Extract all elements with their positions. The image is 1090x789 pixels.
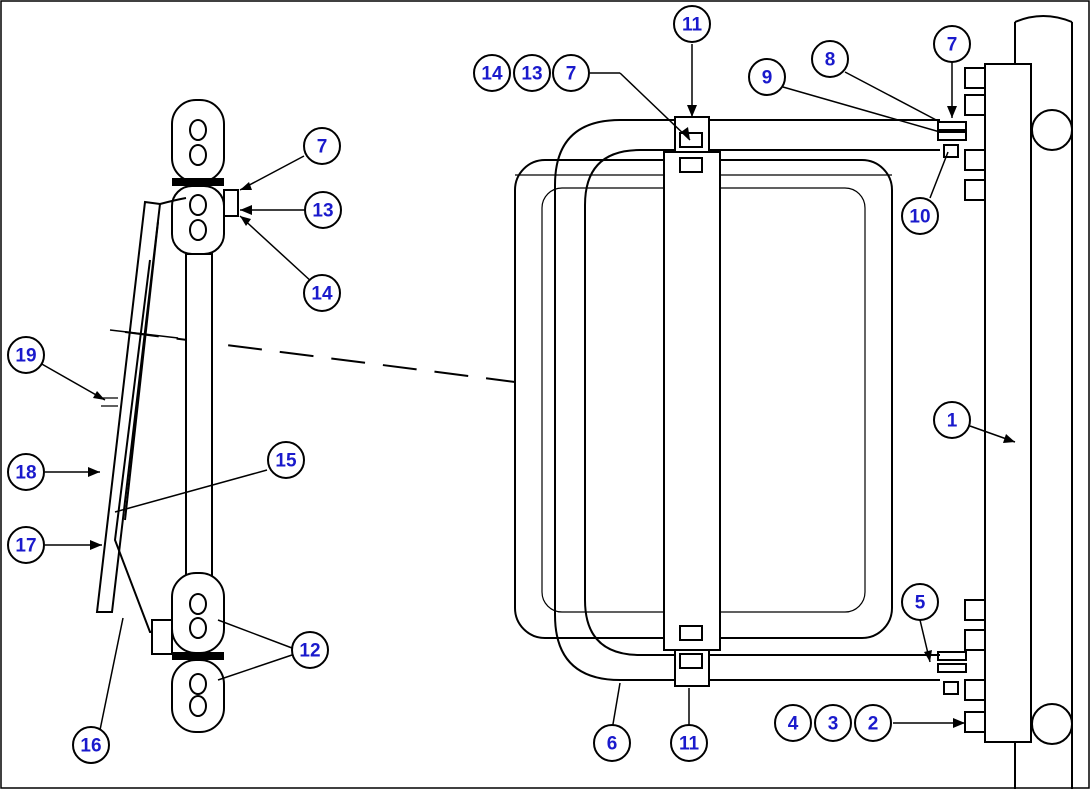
callout-label: 11 <box>682 15 703 36</box>
callout-label: 7 <box>947 35 958 56</box>
callout-label: 16 <box>80 736 101 757</box>
callout-circle <box>7 453 45 491</box>
callout-1: 1 <box>933 401 971 439</box>
callout-circle <box>552 54 590 92</box>
callout-circle <box>593 724 631 762</box>
callout-label: 2 <box>868 714 879 735</box>
callout-circle <box>814 704 852 742</box>
callout-label: 7 <box>317 137 328 158</box>
callout-18: 18 <box>7 453 45 491</box>
callout-7-left: 7 <box>303 127 341 165</box>
callout-label: 13 <box>312 201 333 222</box>
callout-16: 16 <box>72 726 110 764</box>
callout-7-right: 7 <box>933 25 971 63</box>
callout-circle <box>933 401 971 439</box>
callout-label: 6 <box>607 734 618 755</box>
callout-12: 12 <box>291 631 329 669</box>
callout-4: 4 <box>774 704 812 742</box>
callout-label: 18 <box>15 463 36 484</box>
callout-2: 2 <box>854 704 892 742</box>
callout-circle <box>303 274 341 312</box>
callout-circle <box>303 127 341 165</box>
callout-circle <box>7 526 45 564</box>
side-view-mirror <box>95 197 187 655</box>
callout-10: 10 <box>901 197 939 235</box>
callout-5: 5 <box>901 583 939 621</box>
plate-bolts <box>937 67 986 733</box>
callout-label: 1 <box>947 411 958 432</box>
callout-9: 9 <box>748 58 786 96</box>
callout-circle <box>748 58 786 96</box>
callout-circle <box>513 54 551 92</box>
callout-circle <box>854 704 892 742</box>
callout-17: 17 <box>7 526 45 564</box>
callout-19: 19 <box>7 336 45 374</box>
callout-label: 7 <box>566 64 577 85</box>
callout-circle <box>7 336 45 374</box>
callout-6: 6 <box>593 724 631 762</box>
callout-circle <box>901 197 939 235</box>
callout-label: 5 <box>915 593 926 614</box>
callout-3: 3 <box>814 704 852 742</box>
mirror-bracket-outer <box>554 119 940 681</box>
callout-13-left: 13 <box>304 191 342 229</box>
callout-circle <box>901 583 939 621</box>
callout-circle <box>673 5 711 43</box>
callout-label: 8 <box>825 50 836 71</box>
callout-circle <box>670 724 708 762</box>
callout-label: 14 <box>481 64 503 85</box>
callout-label: 19 <box>15 346 36 367</box>
callout-11-bottom: 11 <box>670 724 708 762</box>
callout-label: 13 <box>521 64 542 85</box>
callout-8: 8 <box>811 40 849 78</box>
callout-14-left: 14 <box>303 274 341 312</box>
projection-line <box>124 331 516 383</box>
callout-circle <box>291 631 329 669</box>
callout-circle <box>304 191 342 229</box>
side-view-post <box>171 99 239 733</box>
callout-circle <box>267 441 305 479</box>
callout-15: 15 <box>267 441 305 479</box>
callout-label: 4 <box>788 714 799 735</box>
mirror-vertical-bar <box>663 116 721 687</box>
callout-11-top: 11 <box>673 5 711 43</box>
callout-circle <box>774 704 812 742</box>
callout-label: 9 <box>762 68 773 89</box>
callout-label: 17 <box>15 536 36 557</box>
callout-13-top: 13 <box>513 54 551 92</box>
callout-14-top: 14 <box>473 54 511 92</box>
callout-label: 15 <box>275 451 297 472</box>
callout-circle <box>72 726 110 764</box>
callout-7-top: 7 <box>552 54 590 92</box>
callout-label: 10 <box>909 207 930 228</box>
arrowheads <box>88 105 1015 728</box>
callout-label: 14 <box>311 284 333 305</box>
callout-label: 11 <box>679 734 700 755</box>
mounting-plate <box>984 63 1032 743</box>
callout-circle <box>933 25 971 63</box>
callout-label: 12 <box>299 641 320 662</box>
callout-circle <box>811 40 849 78</box>
callout-label: 3 <box>828 714 839 735</box>
callout-circle <box>473 54 511 92</box>
